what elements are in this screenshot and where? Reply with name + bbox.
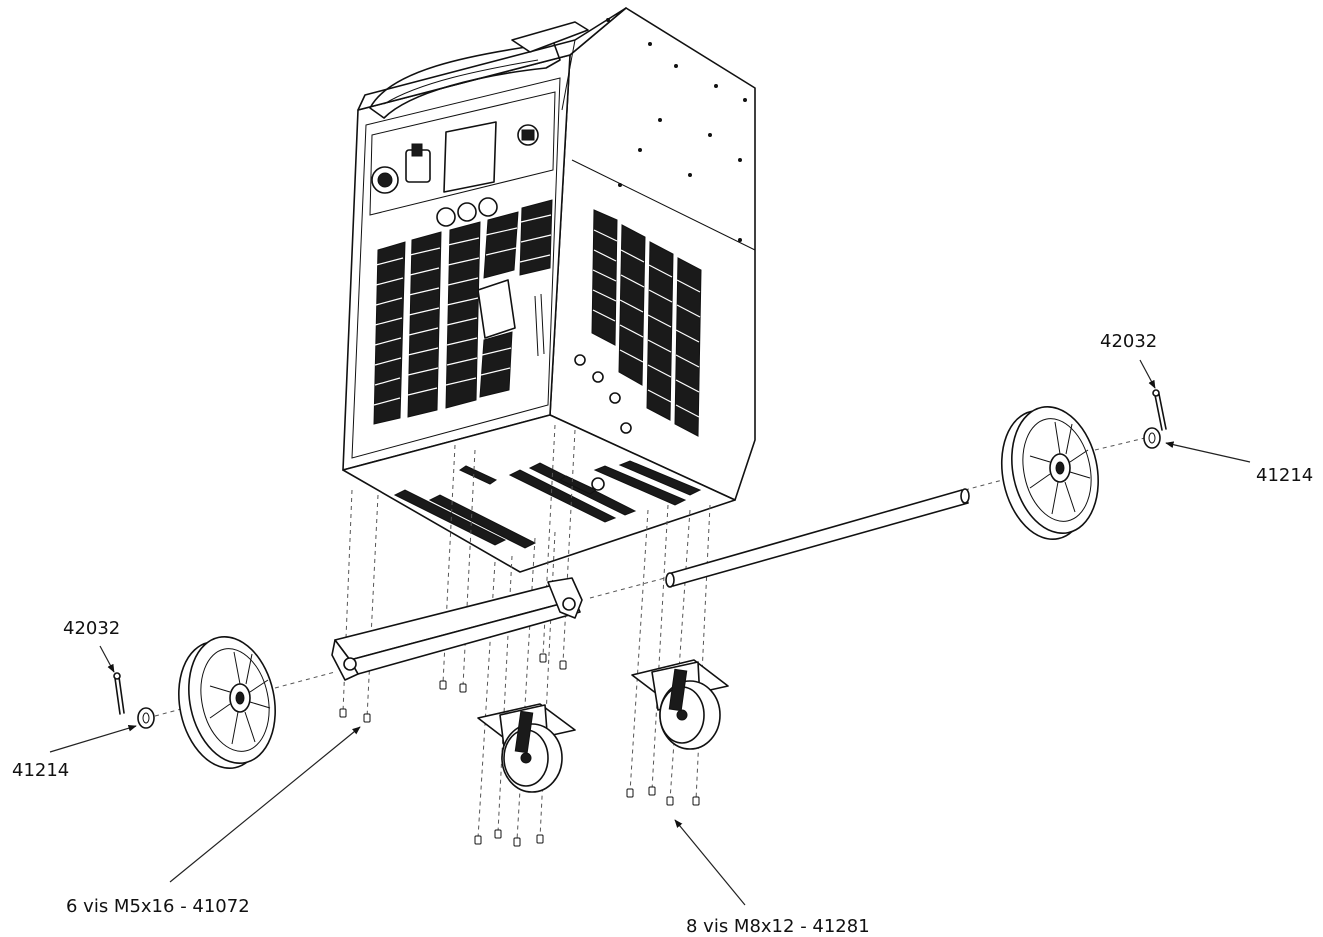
washer-left xyxy=(137,707,155,729)
side-screws xyxy=(574,18,747,434)
side-vents xyxy=(591,209,702,437)
left-wheel xyxy=(178,635,276,770)
bottom-vents xyxy=(393,460,702,549)
cotter-pin-right xyxy=(1152,389,1167,431)
part-label-cotter-pin-right: 42032 xyxy=(1100,331,1158,352)
caster-left xyxy=(477,703,576,793)
cotter-pin-left xyxy=(113,672,125,715)
part-label-cotter-pin-left: 42032 xyxy=(63,618,121,639)
part-label-washer-right: 41214 xyxy=(1256,465,1314,486)
leader-lines xyxy=(49,359,1251,906)
caster-right xyxy=(631,659,729,750)
part-label-screws-m5: 6 vis M5x16 - 41072 xyxy=(66,896,250,917)
axle-bracket xyxy=(331,577,583,681)
washer-right xyxy=(1143,427,1161,449)
welder-cabinet xyxy=(342,7,756,573)
part-label-screws-m8: 8 vis M8x12 - 41281 xyxy=(686,916,870,937)
front-vents xyxy=(373,199,553,425)
part-label-washer-left: 41214 xyxy=(12,760,70,781)
axle-rod xyxy=(665,488,970,588)
right-wheel xyxy=(1000,405,1099,540)
screws xyxy=(339,653,700,847)
